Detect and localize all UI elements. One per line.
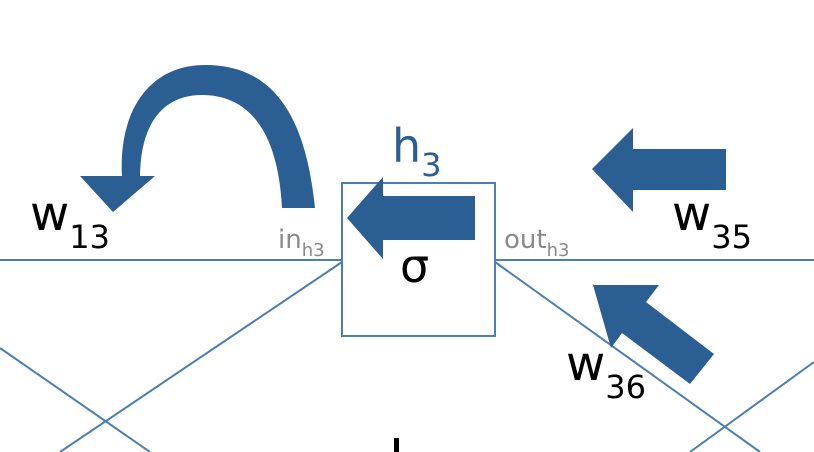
activation-symbol: σ xyxy=(400,239,429,293)
weight-w36-subscript: 36 xyxy=(605,368,646,406)
node-label-subscript: 3 xyxy=(421,146,441,184)
curved-arrow-icon xyxy=(80,65,316,212)
output-label: outh3 xyxy=(504,225,569,261)
input-label-base: in xyxy=(278,225,302,255)
cutoff-glyph-stroke xyxy=(394,438,399,452)
connection-lines xyxy=(0,259,814,452)
node-label-base: h xyxy=(392,119,421,173)
output-label-subscript: h3 xyxy=(547,240,570,261)
weight-w35-base: w xyxy=(672,186,711,242)
diag-line-lower-left xyxy=(59,261,343,452)
arrow-left-top-right-icon xyxy=(592,128,726,212)
weight-label-w35: w35 xyxy=(672,186,752,256)
weight-w13-base: w xyxy=(30,186,69,242)
weight-label-w36: w36 xyxy=(566,336,646,406)
input-label: inh3 xyxy=(278,225,325,261)
weight-w35-subscript: 35 xyxy=(711,218,752,256)
diag-line-far-left xyxy=(0,347,151,452)
output-label-base: out xyxy=(504,225,547,255)
diag-line-far-right xyxy=(689,361,814,452)
node-label: h3 xyxy=(392,119,442,184)
input-label-subscript: h3 xyxy=(302,240,325,261)
weight-w36-base: w xyxy=(566,336,605,392)
arrow-diagonal-lower-right-icon xyxy=(593,285,714,384)
weight-w13-subscript: 13 xyxy=(69,218,110,256)
diag-line-right-down xyxy=(494,261,761,452)
arrow-into-node-icon xyxy=(347,177,475,259)
weight-label-w13: w13 xyxy=(30,186,110,256)
